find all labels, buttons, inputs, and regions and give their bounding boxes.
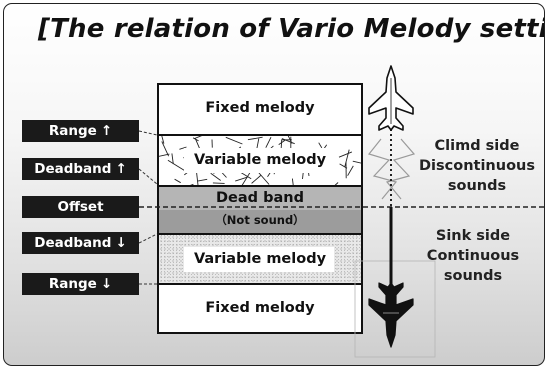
- offset-tag: Offset: [22, 196, 139, 218]
- crack-line: [159, 153, 170, 157]
- jet-sink-icon: [368, 282, 414, 348]
- variable-melody-top-zone: Variable melody: [157, 134, 363, 185]
- offset-label: Offset: [57, 199, 104, 215]
- range-down-label: Range: [48, 276, 97, 292]
- climb-side-line-3: sounds: [447, 178, 507, 194]
- crack-line: [212, 182, 225, 184]
- variable-melody-top-label: Variable melody: [193, 152, 327, 168]
- crack-line: [291, 178, 294, 185]
- crack-line: [338, 151, 353, 158]
- fixed-melody-top-label: Fixed melody: [205, 100, 315, 116]
- crack-line: [179, 146, 187, 150]
- crack-line: [344, 149, 350, 167]
- range-up-label: Range: [48, 123, 97, 139]
- crack-line: [235, 176, 248, 182]
- down-arrow-icon: ↓: [115, 235, 127, 251]
- variable-melody-bottom-label-bg: [184, 247, 334, 272]
- diagram-title: [The relation of Vario Melody settings]: [38, 14, 544, 44]
- crack-line: [194, 136, 202, 139]
- crack-line: [281, 138, 295, 145]
- crack-line: [174, 178, 181, 184]
- crack-line: [167, 159, 187, 172]
- crack-line: [225, 136, 243, 145]
- crack-line: [251, 174, 262, 184]
- range-down-tag: Range↓: [22, 273, 139, 295]
- crack-line: [339, 163, 348, 169]
- up-arrow-icon: ↑: [115, 161, 127, 177]
- fixed-melody-bottom-zone: Fixed melody: [157, 283, 363, 334]
- crack-line: [161, 136, 165, 144]
- deadband-down-tag: Deadband↓: [22, 232, 139, 254]
- deadband-down-label: Deadband: [34, 235, 112, 251]
- climb-side-line-2: Discontinuous: [419, 158, 535, 174]
- up-arrow-icon: ↑: [100, 123, 113, 139]
- climb-side-line-1: Climd side: [434, 138, 520, 154]
- crack-line: [247, 136, 263, 141]
- crack-line: [171, 153, 174, 165]
- sink-side-line-2: Continuous: [426, 248, 520, 264]
- crack-line: [347, 165, 354, 176]
- crack-line: [278, 139, 286, 145]
- deadband-up-tag: Deadband↑: [22, 158, 139, 180]
- fixed-melody-top-zone: Fixed melody: [157, 83, 363, 134]
- dead-band-label: Dead band: [216, 190, 304, 206]
- crack-line: [161, 141, 170, 157]
- variable-melody-top-label-bg: [184, 148, 334, 173]
- crack-line: [192, 137, 199, 142]
- variable-melody-bottom-zone: Variable melody: [157, 233, 363, 283]
- deadband-up-label: Deadband: [34, 161, 112, 177]
- crack-line: [210, 172, 221, 181]
- crack-line: [241, 171, 251, 185]
- fixed-melody-bottom-label: Fixed melody: [205, 300, 315, 316]
- crack-line: [197, 178, 208, 182]
- range-up-tag: Range↑: [22, 120, 139, 142]
- sink-side-line-1: Sink side: [435, 228, 511, 244]
- crack-line: [352, 160, 361, 164]
- crack-line: [287, 136, 293, 144]
- variable-melody-bottom-label: Variable melody: [193, 251, 327, 267]
- sink-side-text: Sink side Continuous sounds: [413, 226, 533, 286]
- diagram-frame: [The relation of Vario Melody settings] …: [3, 3, 545, 366]
- not-sound-label: （Not sound）: [215, 213, 305, 227]
- down-arrow-icon: ↓: [100, 276, 113, 292]
- discontinuous-trail: [367, 138, 416, 200]
- jet-climb-icon: [368, 65, 414, 131]
- sink-side-line-3: sounds: [443, 268, 503, 284]
- crack-line: [334, 182, 339, 185]
- crack-line: [265, 137, 272, 148]
- crack-line: [318, 142, 323, 149]
- dead-band-zone: Dead band （Not sound）: [157, 185, 363, 233]
- climb-side-text: Climd side Discontinuous sounds: [417, 136, 537, 196]
- crack-line: [190, 183, 194, 185]
